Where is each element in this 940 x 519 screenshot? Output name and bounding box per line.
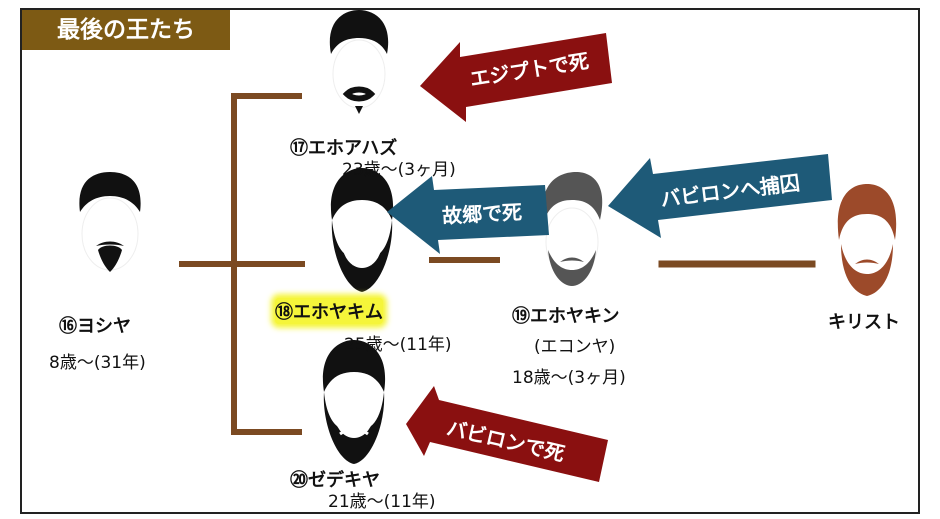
page-title: 最後の王たち <box>22 10 230 50</box>
king-zedekiah-icon <box>322 340 386 464</box>
king-jehoiachin-icon <box>542 172 603 286</box>
christ-name: キリスト <box>828 312 900 333</box>
king-zedekiah-name: ⑳ゼデキヤ <box>290 470 380 491</box>
babylon-captive-arrow <box>608 154 832 238</box>
homeland-death-label: 故郷で死 <box>441 199 523 229</box>
king-jehoahaz-icon <box>329 10 389 114</box>
king-jehoahaz-reign: 23歳〜(3ヶ月) <box>342 160 456 180</box>
king-jehoiakim-name: ⑱エホヤキム <box>275 298 383 324</box>
king-jehoiakim-reign: 25歳〜(11年) <box>344 335 452 355</box>
king-zedekiah-reign: 21歳〜(11年) <box>328 492 436 512</box>
king-josiah-icon <box>79 172 141 272</box>
king-jehoiachin-reign: 18歳〜(3ヶ月) <box>512 368 626 388</box>
babylon-death-arrow <box>406 386 608 482</box>
king-jehoiakim-icon <box>330 168 394 292</box>
egypt-arrow <box>420 33 612 122</box>
diagram-art <box>79 10 897 482</box>
family-connectors <box>179 93 816 435</box>
king-josiah-name: ⑯ヨシヤ <box>59 316 131 337</box>
king-jehoiachin-name: ⑲エホヤキン <box>512 306 620 327</box>
king-josiah-reign: 8歳〜(31年) <box>49 353 146 373</box>
christ-icon <box>837 184 897 296</box>
king-jehoiachin-alias: (エコンヤ) <box>534 337 616 357</box>
diagram-frame: 最後の王たち エジプトで死 故郷で死 バビロンへ捕囚 バビロンで死 ⑯ヨシヤ 8… <box>20 8 920 514</box>
homeland-arrow <box>387 176 549 254</box>
king-jehoahaz-name: ⑰エホアハズ <box>290 138 398 159</box>
